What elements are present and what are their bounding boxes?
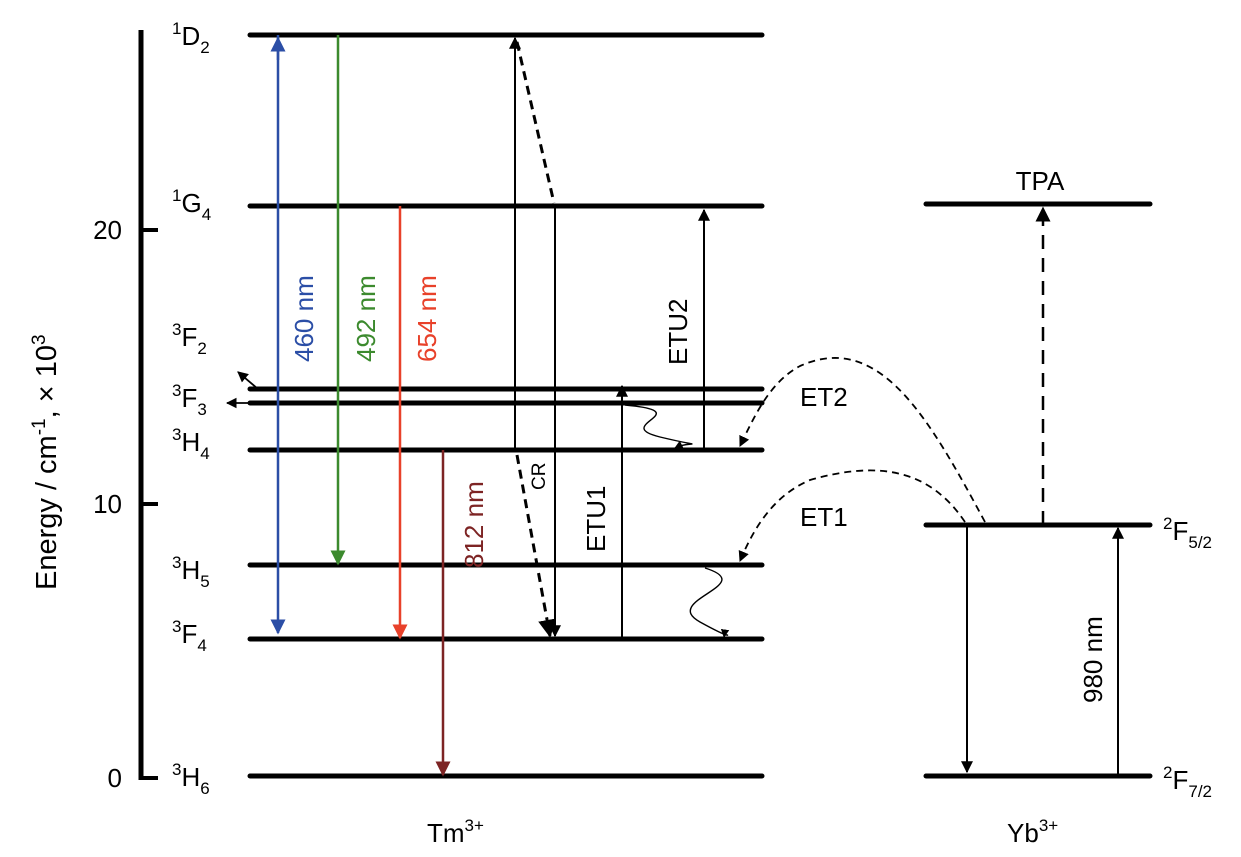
wavy-relax-3h5-3f4 [689,567,730,638]
label-1g4: 1G4 [172,186,211,224]
wavy-relax-3f3-3h4 [624,404,693,449]
label-etu1: ETU1 [581,486,611,552]
y-tick-label-20: 20 [93,215,122,245]
label-1d2: 1D2 [172,19,210,57]
arrow-cr-dashed-top [515,41,556,204]
label-654nm: 654 nm [412,275,442,362]
y-tick-label-10: 10 [93,489,122,519]
label-3f4: 3F4 [172,617,207,655]
label-812nm: 812 nm [459,481,489,568]
label-3h5: 3H5 [172,553,210,591]
ion-label-tm: Tm3+ [427,816,484,848]
label-et2: ET2 [800,382,848,412]
arrow-3f2-leader [237,371,259,390]
label-3f2: 3F2 [172,320,207,358]
label-etu2: ETU2 [663,299,693,365]
label-492nm: 492 nm [351,275,381,362]
label-460nm: 460 nm [289,275,319,362]
label-3h4: 3H4 [172,425,210,463]
label-980nm: 980 nm [1078,616,1108,703]
label-tpa: TPA [1016,166,1065,196]
label-3h6: 3H6 [172,760,210,798]
arrow-cr-dashed-bottom [515,454,556,638]
y-axis-title: Energy / cm-1, × 103 [29,334,63,590]
arrow-et1 [738,469,966,562]
label-cr: CR [529,463,550,490]
label-2f52: 2F5/2 [1163,514,1212,552]
ion-label-yb: Yb3+ [1007,816,1058,848]
arrow-et2 [739,357,986,523]
label-2f72: 2F7/2 [1163,763,1212,801]
label-et1: ET1 [800,502,848,532]
label-3f3: 3F3 [172,381,207,419]
y-tick-label-0: 0 [108,763,122,793]
